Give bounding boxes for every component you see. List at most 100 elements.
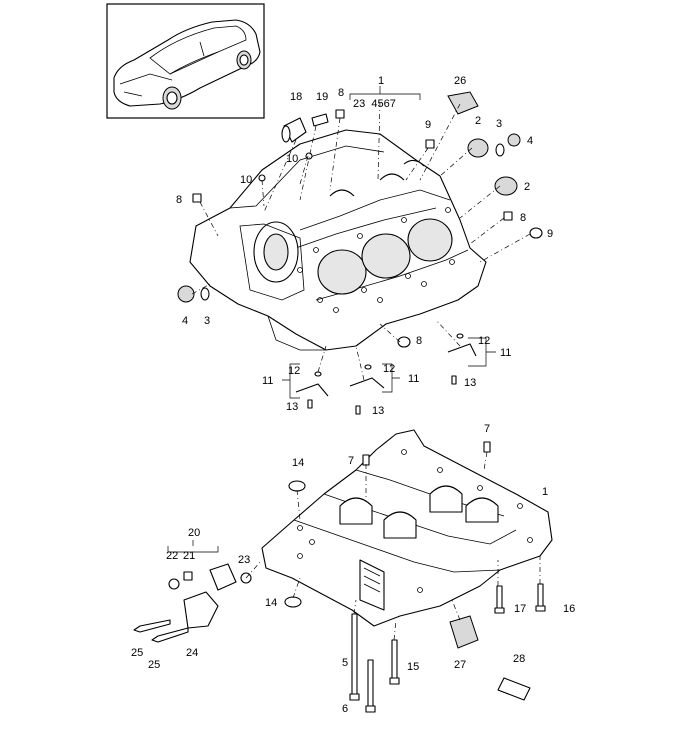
o-ring xyxy=(456,333,464,339)
lower-crankcase xyxy=(261,429,553,627)
callout-8-d: 8 xyxy=(416,335,422,347)
oil-jet xyxy=(447,343,477,357)
callout-28: 28 xyxy=(513,653,525,665)
callout-18: 18 xyxy=(290,91,302,103)
bolt xyxy=(451,375,457,385)
o-ring xyxy=(314,371,322,377)
callout-13-a: 13 xyxy=(464,377,476,389)
callout-8-b: 8 xyxy=(176,194,182,206)
plug xyxy=(507,133,521,147)
callout-10-b: 10 xyxy=(240,174,252,186)
callout-26: 26 xyxy=(454,75,466,87)
washer xyxy=(168,578,180,590)
cylinder-bore xyxy=(317,249,367,295)
upper-crankcase xyxy=(189,129,487,351)
bolt xyxy=(311,113,329,127)
callout-15: 15 xyxy=(407,661,419,673)
seal xyxy=(494,176,518,196)
plug xyxy=(397,336,411,348)
bolt xyxy=(367,659,374,707)
housing xyxy=(183,591,219,629)
bolt-head xyxy=(494,607,505,614)
callout-3-b: 3 xyxy=(204,315,210,327)
callout-25-b: 25 xyxy=(148,659,160,671)
car-sketch xyxy=(113,19,261,110)
cylinder-bore xyxy=(361,233,411,279)
callout-5: 5 xyxy=(342,657,348,669)
callout-labels: 1 23 4567 26 18 19 8 9 2 3 4 10 10 8 2 8… xyxy=(131,75,575,715)
callout-8-c: 8 xyxy=(520,212,526,224)
callout-1-top: 1 xyxy=(378,75,384,87)
bolt-head xyxy=(389,677,400,685)
o-ring xyxy=(495,143,505,157)
callout-11-c: 11 xyxy=(408,373,419,385)
plug xyxy=(503,211,513,221)
oil-pump-valve xyxy=(209,563,237,591)
plug xyxy=(192,193,202,203)
bolt xyxy=(355,405,361,415)
callout-1-bottom: 1 xyxy=(542,486,548,498)
callout-2-b: 2 xyxy=(524,181,530,193)
callout-9-b: 9 xyxy=(547,228,553,240)
callout-11-b: 11 xyxy=(262,375,273,387)
callout-19: 19 xyxy=(316,91,328,103)
callout-20: 20 xyxy=(188,527,200,539)
callout-6: 6 xyxy=(342,703,348,715)
callout-25-a: 25 xyxy=(131,647,143,659)
plug xyxy=(177,285,195,303)
bolt xyxy=(307,399,313,409)
callout-11-a: 11 xyxy=(500,347,511,359)
cover xyxy=(449,615,479,649)
bolt xyxy=(391,639,398,679)
callout-12-a: 12 xyxy=(478,335,490,347)
callout-21: 21 xyxy=(183,550,195,562)
callout-9-a: 9 xyxy=(425,119,431,131)
bolt xyxy=(537,583,544,607)
callout-23: 23 xyxy=(238,554,250,566)
plug xyxy=(183,571,193,581)
callout-1-group: 23 4567 xyxy=(353,98,396,110)
leader-lines xyxy=(167,86,541,641)
callout-7-a: 7 xyxy=(484,423,490,435)
seal xyxy=(467,138,489,158)
bolt-head xyxy=(349,693,360,701)
vehicle-thumbnail xyxy=(106,3,265,119)
callout-22: 22 xyxy=(166,550,178,562)
callout-12-c: 12 xyxy=(383,363,395,375)
dowel xyxy=(362,454,370,466)
callout-4-a: 4 xyxy=(527,135,533,147)
bolt xyxy=(351,613,358,695)
o-ring xyxy=(364,364,372,370)
sealant-tube xyxy=(497,677,531,701)
callout-8-a: 8 xyxy=(338,87,344,99)
callout-13-c: 13 xyxy=(372,405,384,417)
o-ring xyxy=(288,480,306,492)
callout-24: 24 xyxy=(186,647,198,659)
callout-14-a: 14 xyxy=(292,457,304,469)
cylinder-bore xyxy=(407,218,453,262)
plug xyxy=(425,139,435,149)
o-ring xyxy=(284,596,302,608)
callout-17: 17 xyxy=(514,603,526,615)
callout-2-a: 2 xyxy=(475,115,481,127)
bolt-head xyxy=(535,605,546,612)
o-ring xyxy=(200,287,210,301)
bolt-head xyxy=(365,705,376,713)
callout-3-a: 3 xyxy=(496,118,502,130)
bearing-shell xyxy=(447,91,479,115)
callout-13-b: 13 xyxy=(286,401,298,413)
bolt xyxy=(151,627,189,643)
dowel xyxy=(483,441,491,453)
bolt xyxy=(133,619,171,633)
callout-16: 16 xyxy=(563,603,575,615)
callout-4-b: 4 xyxy=(182,315,188,327)
callout-12-b: 12 xyxy=(288,365,300,377)
plug xyxy=(335,109,345,119)
callout-14-b: 14 xyxy=(265,597,277,609)
callout-27: 27 xyxy=(454,659,466,671)
callout-10-a: 10 xyxy=(286,153,298,165)
oil-jet xyxy=(349,377,385,389)
callout-7-b: 7 xyxy=(348,455,354,467)
bolt xyxy=(496,585,503,609)
